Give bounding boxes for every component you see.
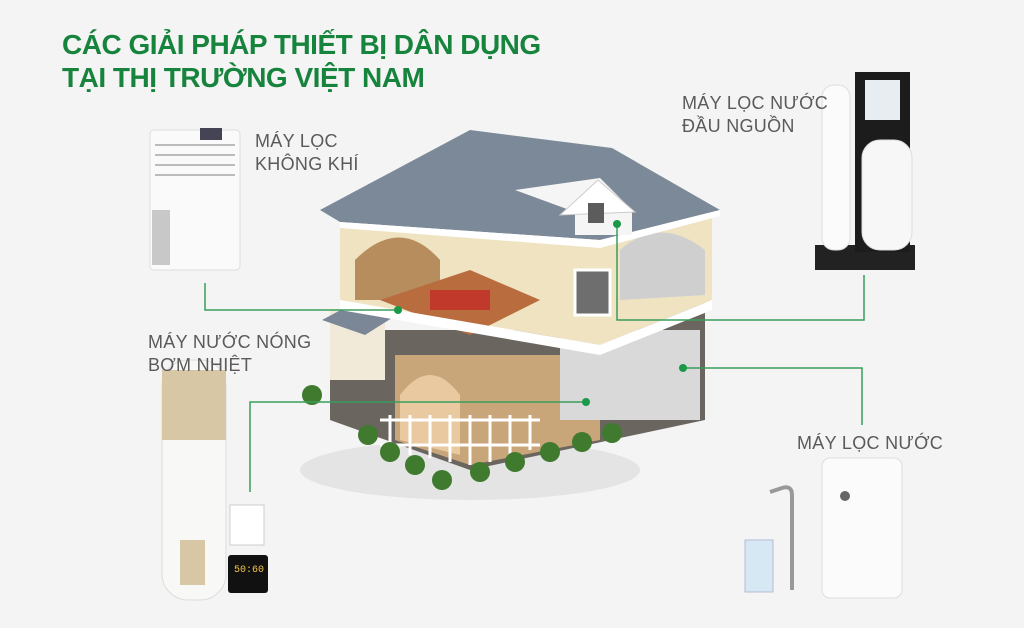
- label-line: ĐẦU NGUỒN: [682, 116, 795, 136]
- title-line-1: CÁC GIẢI PHÁP THIẾT BỊ DÂN DỤNG: [62, 29, 541, 60]
- heat-pump-water-heater-image: 50:60: [161, 359, 268, 601]
- connector-water-purifier: [683, 367, 863, 425]
- connector-heat-pump: [249, 401, 586, 492]
- page-title: CÁC GIẢI PHÁP THIẾT BỊ DÂN DỤNG TẠI THỊ …: [62, 28, 541, 94]
- marker-whole-house-filter: [613, 220, 621, 228]
- label-whole-house-filter: MÁY LỌC NƯỚC ĐẦU NGUỒN: [682, 92, 828, 138]
- water-purifier-image: [744, 457, 903, 599]
- label-line: MÁY LỌC: [255, 131, 338, 151]
- title-line-2: TẠI THỊ TRƯỜNG VIỆT NAM: [62, 62, 425, 93]
- label-line: KHÔNG KHÍ: [255, 154, 359, 174]
- label-air-purifier: MÁY LỌC KHÔNG KHÍ: [255, 130, 359, 176]
- label-line: MÁY NƯỚC NÓNG: [148, 332, 312, 352]
- svg-text:50:60: 50:60: [234, 565, 264, 576]
- marker-water-purifier: [679, 364, 687, 372]
- label-water-purifier: MÁY LỌC NƯỚC: [797, 432, 943, 455]
- house-illustration: [300, 130, 720, 500]
- label-line: MÁY LỌC NƯỚC: [682, 93, 829, 113]
- label-line: BƠM NHIỆT: [148, 355, 253, 375]
- marker-heat-pump: [582, 398, 590, 406]
- label-line: MÁY LỌC NƯỚC: [797, 433, 944, 453]
- connector-whole-house-filter: [616, 224, 865, 321]
- label-heat-pump: MÁY NƯỚC NÓNG BƠM NHIỆT: [148, 331, 311, 377]
- connector-air-purifier: [204, 283, 398, 311]
- air-purifier-image: [149, 128, 241, 271]
- whole-house-water-filter-image: [815, 72, 915, 270]
- marker-air-purifier: [394, 306, 402, 314]
